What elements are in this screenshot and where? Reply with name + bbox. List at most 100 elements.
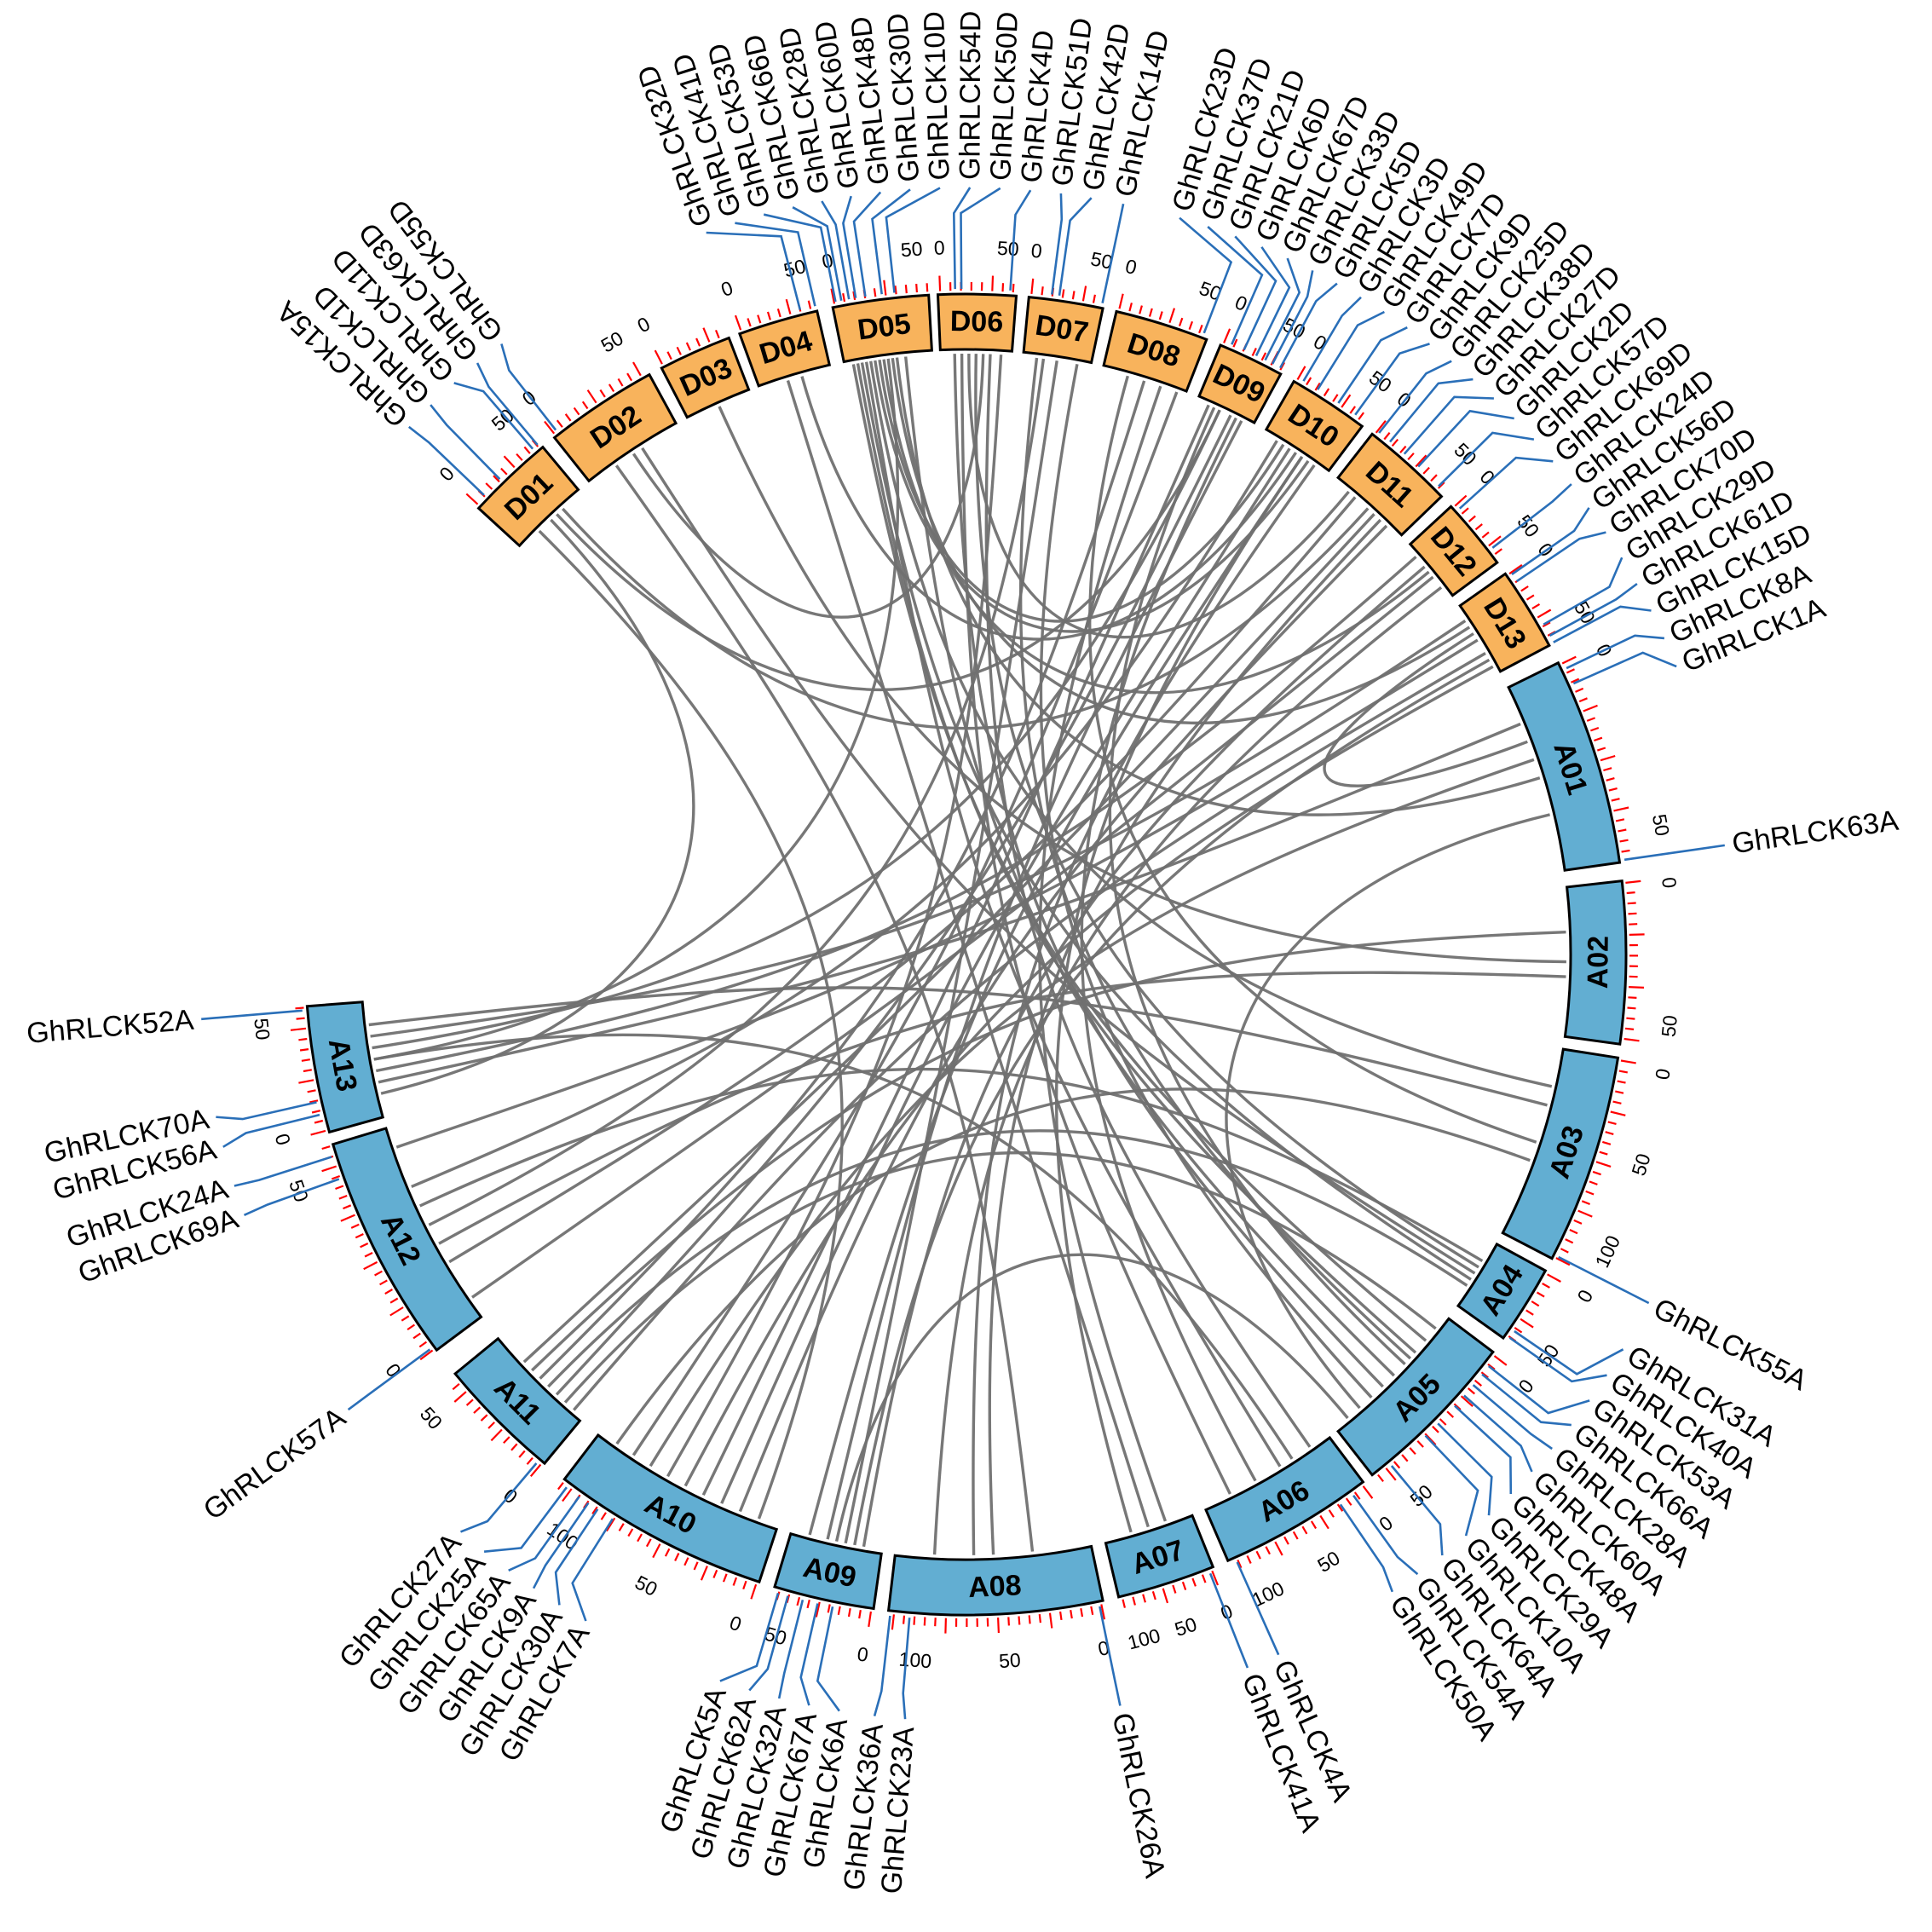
tick-mark: [1629, 923, 1638, 926]
chromosome-a06: [1204, 1435, 1365, 1563]
tick-mark: [355, 1233, 364, 1239]
tick-mark: [1586, 717, 1595, 722]
synteny-link: [1108, 407, 1406, 1366]
tick-mark: [700, 1566, 708, 1581]
gene-connector: [960, 187, 1001, 290]
tick-label: 0: [1375, 1511, 1397, 1536]
tick-mark: [1181, 1581, 1187, 1590]
chromosome-d05: [831, 293, 933, 364]
gene-connector: [706, 231, 802, 310]
tick-mark: [1306, 377, 1312, 386]
synteny-link: [438, 971, 1566, 1245]
chromosome-d08: [1102, 309, 1208, 393]
gene-connector: [1417, 409, 1514, 468]
tick-mark: [1132, 1596, 1136, 1606]
tick-mark: [938, 275, 942, 291]
tick-mark: [1487, 1363, 1496, 1370]
tick-mark: [1615, 1090, 1624, 1094]
gene-connector: [1458, 456, 1554, 510]
tick-mark: [627, 1528, 634, 1537]
gene-connector: [476, 362, 539, 446]
tick-mark: [452, 1382, 460, 1391]
tick-mark: [637, 1533, 643, 1543]
tick-mark: [335, 1185, 344, 1191]
tick-mark: [842, 293, 846, 303]
chromosome-d12: [1408, 505, 1499, 597]
tick-mark: [309, 1099, 319, 1104]
gene-connector: [1101, 203, 1125, 303]
gene-connector: [1487, 1364, 1590, 1415]
tick-mark: [321, 1165, 337, 1173]
tick-mark: [1607, 1121, 1617, 1125]
gene-connector: [532, 1502, 590, 1589]
tick-mark: [712, 1569, 718, 1578]
tick-mark: [923, 1617, 926, 1626]
synteny-link: [373, 1033, 1294, 1460]
tick-label: 50: [900, 237, 924, 261]
chromosome-d02: [552, 372, 678, 483]
tick-mark: [676, 346, 682, 355]
tick-mark: [618, 1523, 625, 1531]
chromosome-d07: [1022, 295, 1104, 365]
tick-mark: [1599, 1151, 1608, 1156]
synteny-link: [539, 380, 1146, 1380]
tick-mark: [1617, 1080, 1626, 1084]
tick-mark: [1080, 1608, 1084, 1618]
tick-mark: [1525, 1309, 1534, 1316]
gene-connector: [201, 1009, 303, 1021]
tick-mark: [453, 1391, 467, 1403]
gene-connector: [1208, 1572, 1249, 1669]
gene-connector: [871, 188, 911, 295]
tick-mark: [1172, 1584, 1177, 1594]
tick-label: 50: [250, 1017, 274, 1041]
chromosome-a05: [1335, 1317, 1496, 1477]
tick-mark: [544, 420, 556, 435]
tick-mark: [894, 285, 897, 295]
tick-mark: [1620, 1059, 1636, 1064]
tick-label: 0: [435, 462, 458, 485]
tick-mark: [1409, 1447, 1416, 1456]
synteny-link: [547, 1129, 1468, 1388]
tick-mark: [1385, 1468, 1397, 1481]
tick-mark: [1422, 466, 1430, 475]
gene-label: GhRLCK10D: [918, 11, 956, 182]
gene-connector: [1558, 1255, 1650, 1305]
gene-connector: [453, 382, 534, 450]
tick-mark: [1237, 1560, 1243, 1569]
tick-mark: [1520, 585, 1529, 592]
tick-mark: [1301, 1525, 1308, 1535]
tick-mark: [1375, 420, 1387, 434]
synteny-link: [1039, 363, 1373, 1399]
tick-mark: [1030, 278, 1035, 295]
tick-label: 50: [1279, 314, 1309, 343]
tick-mark: [742, 1580, 747, 1590]
tick-mark: [683, 1557, 689, 1566]
tick-mark: [1070, 1610, 1073, 1619]
synteny-link: [428, 358, 1046, 1226]
tick-mark: [1100, 1604, 1106, 1620]
tick-mark: [1575, 687, 1584, 693]
tick-mark: [1018, 1616, 1021, 1625]
tick-mark: [295, 1006, 304, 1010]
tick-mark: [1399, 445, 1407, 453]
tick-mark: [1629, 933, 1645, 936]
tick-mark: [516, 453, 523, 461]
tick-mark: [785, 298, 792, 314]
tick-mark: [776, 308, 781, 318]
synteny-links: [368, 353, 1566, 1555]
tick-mark: [1255, 1550, 1261, 1560]
gene-connector: [842, 195, 857, 298]
synteny-link: [373, 358, 900, 1061]
tick-mark: [389, 1297, 399, 1304]
synteny-link: [375, 556, 1417, 1073]
synteny-link: [395, 638, 1479, 1149]
gene-connector: [1390, 1465, 1444, 1556]
synteny-link: [555, 414, 1232, 1396]
tick-mark: [1041, 286, 1044, 296]
gene-connector: [1179, 216, 1233, 334]
tick-mark: [338, 1194, 348, 1200]
gene-connector: [1566, 634, 1665, 670]
gene-connector: [1354, 343, 1430, 416]
gene-connector: [1099, 1606, 1122, 1706]
tick-mark: [526, 1456, 533, 1465]
